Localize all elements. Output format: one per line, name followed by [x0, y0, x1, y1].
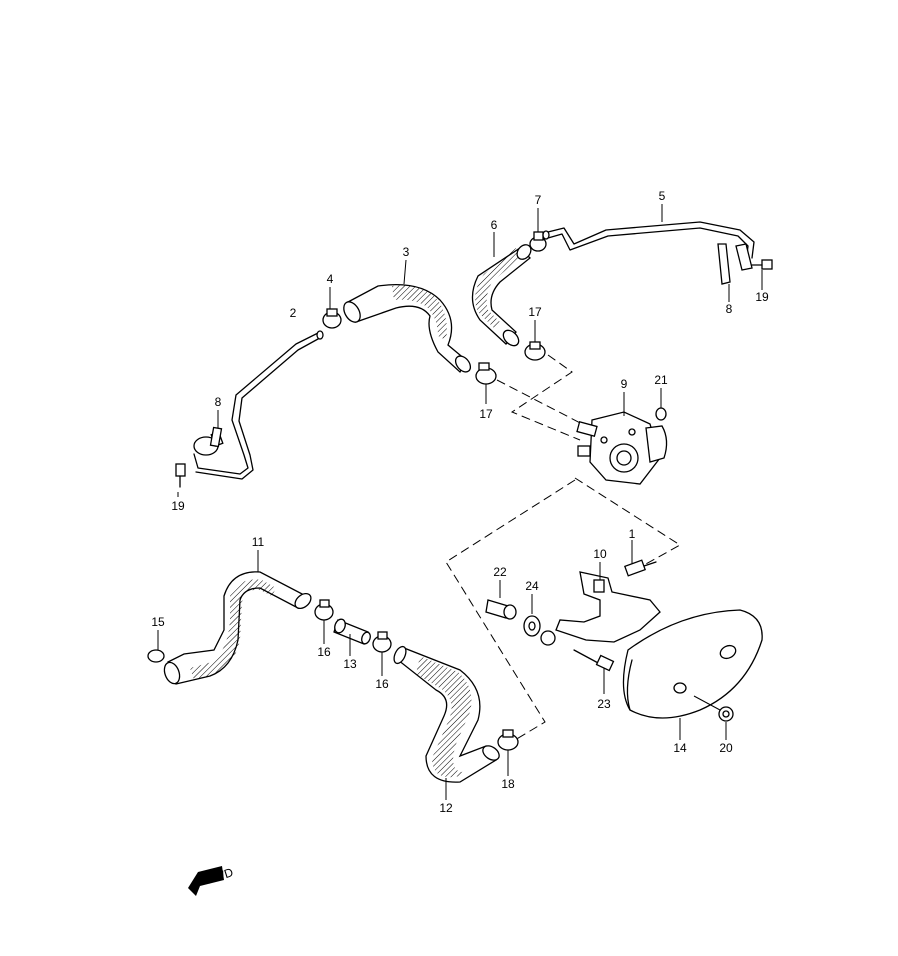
label-part-17-upper: 17 — [528, 305, 542, 319]
label-part-18: 18 — [501, 777, 515, 791]
part-15-clip — [147, 630, 165, 663]
label-part-16-right: 16 — [375, 677, 389, 691]
part-16-clamp-left — [314, 599, 334, 644]
label-part-19-right: 19 — [755, 290, 769, 304]
label-part-8-right: 8 — [726, 302, 733, 316]
part-17-clamp-upper — [524, 320, 546, 361]
label-part-8-left: 8 — [215, 395, 222, 409]
label-part-20: 20 — [719, 741, 733, 755]
label-part-9: 9 — [621, 377, 628, 391]
label-part-4: 4 — [327, 272, 334, 286]
part-19-bolt-left — [175, 463, 186, 497]
part-2-pipe — [193, 330, 324, 480]
label-part-14: 14 — [673, 741, 687, 755]
fwd-arrow-icon: FWD — [188, 865, 235, 896]
label-part-5: 5 — [659, 189, 666, 203]
part-16-clamp-right — [372, 631, 392, 676]
fwd-label: FWD — [205, 865, 236, 887]
part-5-pipe — [542, 204, 755, 271]
label-part-12: 12 — [439, 801, 453, 815]
label-part-15: 15 — [151, 615, 165, 629]
part-14-cover — [622, 609, 763, 740]
label-part-7: 7 — [535, 193, 542, 207]
part-9-valve — [576, 392, 668, 485]
part-3-hose — [343, 259, 472, 374]
label-part-10: 10 — [593, 547, 607, 561]
part-10-bracket — [540, 562, 661, 646]
part-21-washer — [655, 388, 667, 421]
part-22-bolt — [485, 580, 517, 620]
part-4-clamp — [322, 287, 342, 329]
part-8-bracket-right — [717, 243, 731, 302]
label-part-16-left: 16 — [317, 645, 331, 659]
label-part-22: 22 — [493, 565, 507, 579]
label-part-17-lower: 17 — [479, 407, 493, 421]
part-13-joint — [333, 618, 371, 656]
part-19-bolt-right — [751, 259, 773, 290]
part-8-bracket-left — [209, 410, 223, 448]
label-part-21: 21 — [654, 373, 668, 387]
label-part-19-left: 19 — [171, 499, 185, 513]
part-11-hose — [163, 550, 312, 685]
part-24-grommet — [523, 594, 541, 637]
part-7-clamp — [529, 208, 547, 252]
label-part-13: 13 — [343, 657, 357, 671]
part-20-nut — [693, 695, 734, 740]
label-part-24: 24 — [525, 579, 539, 593]
part-12-hose — [393, 645, 500, 800]
assembly-guides — [445, 354, 681, 741]
label-part-6: 6 — [491, 218, 498, 232]
label-part-1: 1 — [629, 527, 636, 541]
part-23-bolt — [573, 649, 615, 694]
part-18-clamp — [497, 729, 519, 776]
label-part-2: 2 — [290, 306, 297, 320]
label-part-23: 23 — [597, 697, 611, 711]
label-part-3: 3 — [403, 245, 410, 259]
part-labels: 1 2 3 4 5 6 7 8 8 9 10 11 12 13 14 15 16… — [151, 189, 769, 815]
label-part-11: 11 — [252, 535, 265, 549]
part-1-screw — [623, 540, 657, 577]
part-17-clamp-lower — [475, 362, 497, 404]
part-6-hose — [471, 232, 532, 347]
